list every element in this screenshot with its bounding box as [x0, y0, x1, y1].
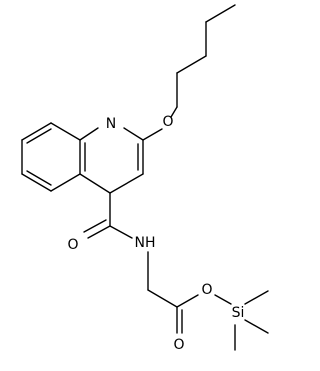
ester-carbonyl-oxygen-label: O: [173, 337, 184, 353]
bond: [123, 127, 144, 141]
bond: [142, 128, 163, 141]
bond: [205, 4, 236, 23]
bond: [109, 173, 144, 194]
bond: [26, 170, 52, 186]
bond: [50, 173, 81, 192]
bond: [79, 173, 111, 194]
atom-labels: N O O NH O O Si: [67, 114, 244, 353]
bond: [21, 173, 52, 192]
bond: [176, 294, 199, 308]
bond: [147, 289, 178, 308]
ether-oxygen-label: O: [162, 114, 173, 130]
bond: [87, 225, 111, 239]
ester-oxygen-label: O: [201, 282, 212, 298]
bond: [21, 122, 52, 141]
bonds: [21, 4, 269, 351]
bond: [244, 319, 269, 334]
bond: [79, 127, 99, 141]
bond: [109, 225, 133, 239]
bond: [244, 290, 269, 305]
bond: [170, 106, 178, 118]
molecule-structure: N O O NH O O Si: [21, 4, 269, 353]
bond: [83, 219, 107, 233]
ring-nitrogen-label: N: [106, 116, 116, 132]
bond: [26, 128, 52, 144]
bond: [176, 55, 207, 74]
amide-nh-label: NH: [135, 235, 156, 251]
silicon-label: Si: [232, 305, 245, 321]
bond: [50, 122, 81, 141]
bond: [214, 294, 232, 305]
amide-carbonyl-oxygen-label: O: [67, 237, 78, 253]
